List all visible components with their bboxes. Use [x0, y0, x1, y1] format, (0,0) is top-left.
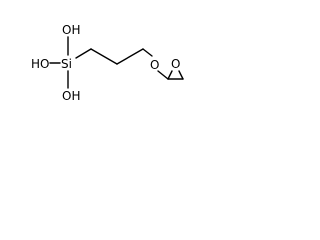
bond-si-c1: [75, 48, 92, 59]
atom-label-oh-left: HO: [31, 57, 49, 71]
bond-c1-c2: [90, 48, 118, 65]
atom-label-oh-top: OH: [62, 23, 80, 37]
bond-layer: [49, 36, 184, 89]
atom-label-oh-bottom: OH: [62, 89, 80, 103]
bond-c2-c3: [116, 48, 144, 65]
bond-c3-o-ether: [142, 48, 153, 57]
bond-o-ether-c4: [157, 70, 169, 80]
atom-label-silicon: Si: [61, 57, 72, 71]
chemical-structure: OH HO OH Si O O: [31, 23, 184, 103]
bond-epoxide-c5-o: [178, 70, 184, 80]
bond-epoxide-c4-o: [167, 70, 173, 80]
atom-label-ether-oxygen: O: [150, 58, 159, 72]
atom-label-ring-oxygen: O: [171, 57, 180, 71]
